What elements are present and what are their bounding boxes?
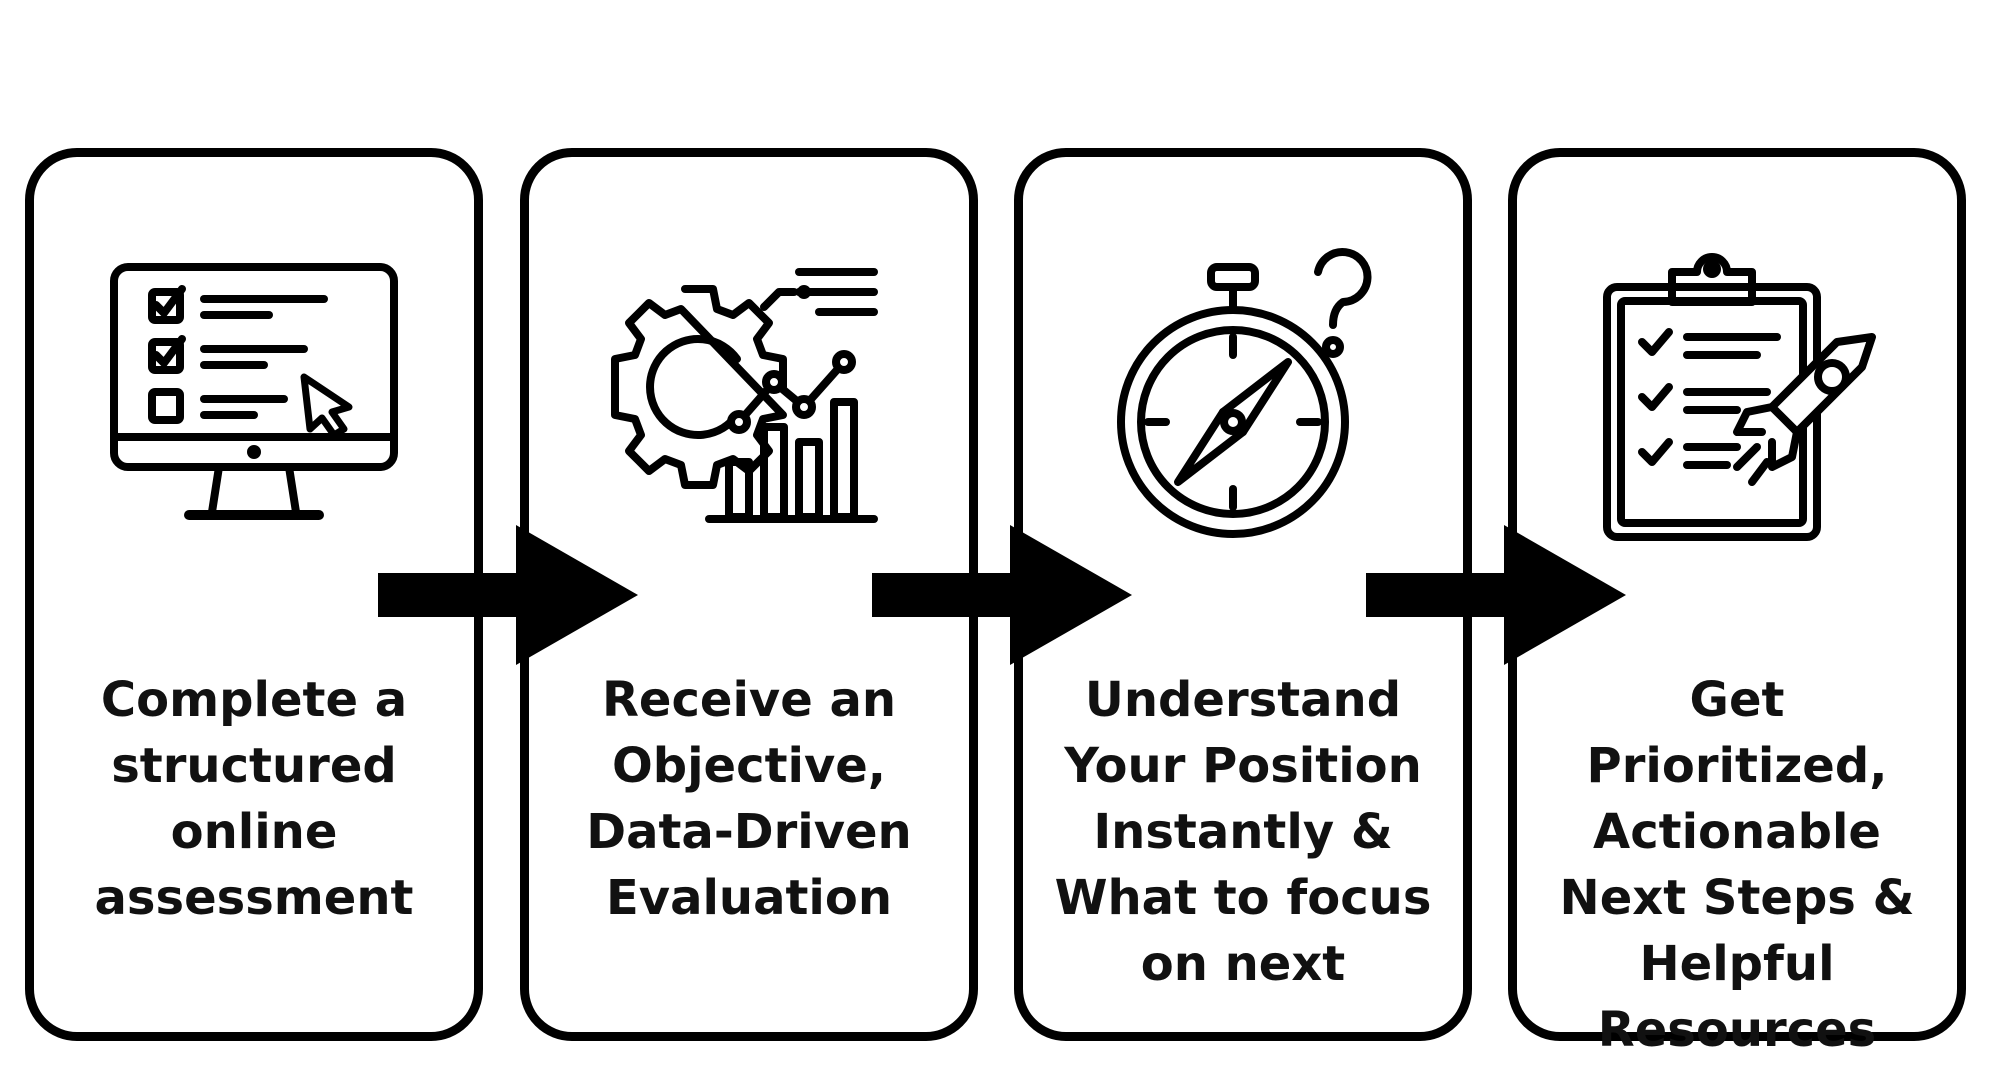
arrow-right-icon	[872, 525, 1132, 665]
step-1-text: Complete a structured online assessment	[94, 672, 414, 926]
step-2-text: Receive an Objective, Data-Driven Evalua…	[586, 672, 912, 926]
computer-checklist-icon	[110, 263, 398, 520]
step-4-text: Get Prioritized, Actionable Next Steps &…	[1559, 672, 1915, 1058]
step-3-text: Understand Your Position Instantly & Wha…	[1054, 672, 1432, 992]
arrow-right-icon	[1366, 525, 1626, 665]
compass-question-icon	[1117, 248, 1372, 538]
arrow-right-icon	[378, 525, 638, 665]
gear-chart-icon	[611, 268, 878, 523]
clipboard-rocket-icon	[1603, 253, 1876, 541]
